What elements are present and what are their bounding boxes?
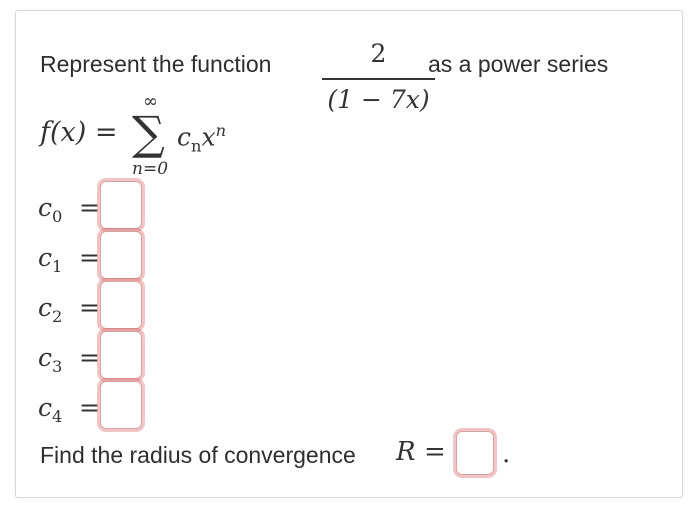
term-subscript: n xyxy=(191,136,202,156)
coefficient-label-1: c1 xyxy=(38,243,63,276)
radius-prompt: Find the radius of convergence xyxy=(40,442,356,468)
equals-sign: = xyxy=(79,393,100,422)
coefficient-label-4: c4 xyxy=(38,393,63,426)
prompt-text-after: as a power series xyxy=(428,51,609,77)
term-base: c xyxy=(177,122,192,152)
fraction-denominator: (1 − 7x) xyxy=(327,85,430,114)
radius-variable: R xyxy=(396,437,416,467)
sigma-upper-limit: ∞ xyxy=(143,91,158,112)
c3-answer-box[interactable] xyxy=(100,331,142,379)
equals-sign: = xyxy=(79,243,100,272)
term-variable: x xyxy=(201,122,216,152)
coefficient-label-0: c0 xyxy=(38,193,63,226)
sigma-symbol: ∑ xyxy=(132,106,165,160)
c2-answer-box[interactable] xyxy=(100,281,142,329)
series-term: cnxn xyxy=(177,121,226,155)
question-card: Represent the function 2 (1 − 7x) as a p… xyxy=(15,10,683,498)
c4-answer-box[interactable] xyxy=(100,381,142,429)
coefficient-label-2: c2 xyxy=(38,293,63,326)
c1-answer-box[interactable] xyxy=(100,231,142,279)
equals-sign: = xyxy=(79,293,100,322)
function-fraction: 2 (1 − 7x) xyxy=(322,39,435,117)
radius-period: . xyxy=(502,439,511,469)
equals-sign: = xyxy=(79,193,100,222)
coefficient-label-3: c3 xyxy=(38,343,63,376)
series-lhs: f(x) = xyxy=(40,117,118,148)
radius-equals-sign: = xyxy=(424,437,446,467)
fraction-bar xyxy=(322,78,435,80)
radius-answer-box[interactable] xyxy=(456,431,494,475)
sigma-lower-limit: n=0 xyxy=(132,159,169,179)
fraction-numerator: 2 xyxy=(370,39,387,68)
prompt-text-before: Represent the function xyxy=(40,51,272,77)
c0-answer-box[interactable] xyxy=(100,181,142,229)
equals-sign: = xyxy=(79,343,100,372)
term-exponent: n xyxy=(215,121,227,140)
